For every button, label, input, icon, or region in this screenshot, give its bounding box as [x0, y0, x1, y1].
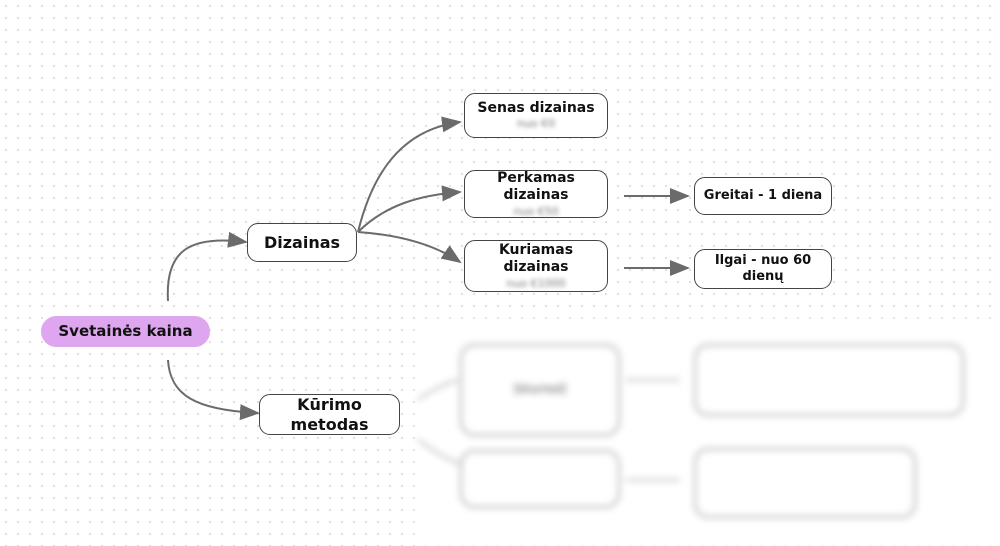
- blurred-node: [694, 448, 916, 518]
- edge-root-to-dizainas: [166, 231, 248, 302]
- design-option-title: Kuriamas dizainas: [498, 241, 574, 276]
- design-node-label: Dizainas: [263, 232, 341, 252]
- edge-root-to-kurimo-metodas: [167, 359, 260, 421]
- blurred-node: [694, 344, 964, 416]
- blurred-connectors: [418, 379, 680, 481]
- blurred-node: [460, 450, 620, 508]
- design-option-price: nuo €50: [513, 204, 559, 218]
- design-option-old[interactable]: Senas dizainas nuo €0: [464, 93, 608, 138]
- root-node-label: Svetainės kaina: [58, 322, 193, 341]
- blurred-region: [blurred]: [418, 322, 1000, 546]
- design-result-label: Greitai - 1 diena: [703, 187, 823, 203]
- method-node-label: Kūrimo metodas: [290, 394, 369, 434]
- edge-dizainas-to-senas: [357, 116, 462, 233]
- root-node[interactable]: Svetainės kaina: [41, 316, 210, 347]
- design-option-custom[interactable]: Kuriamas dizainas nuo €1000: [464, 240, 608, 292]
- design-node[interactable]: Dizainas: [247, 223, 357, 262]
- edge-dizainas-to-kuriamas: [357, 231, 462, 264]
- design-custom-result[interactable]: Ilgai - nuo 60 dienų: [694, 249, 832, 289]
- method-node[interactable]: Kūrimo metodas: [259, 394, 400, 435]
- design-option-title: Perkamas dizainas: [497, 169, 575, 204]
- design-option-price: nuo €0: [516, 117, 556, 131]
- edge-dizainas-to-perkamas: [357, 185, 462, 233]
- blurred-node: [blurred]: [460, 344, 620, 436]
- design-result-label: Ilgai - nuo 60 dienų: [714, 252, 812, 284]
- design-option-title: Senas dizainas: [477, 99, 595, 116]
- design-option-price: nuo €1000: [506, 276, 566, 290]
- design-option-bought[interactable]: Perkamas dizainas nuo €50: [464, 170, 608, 218]
- design-bought-result[interactable]: Greitai - 1 diena: [694, 177, 832, 215]
